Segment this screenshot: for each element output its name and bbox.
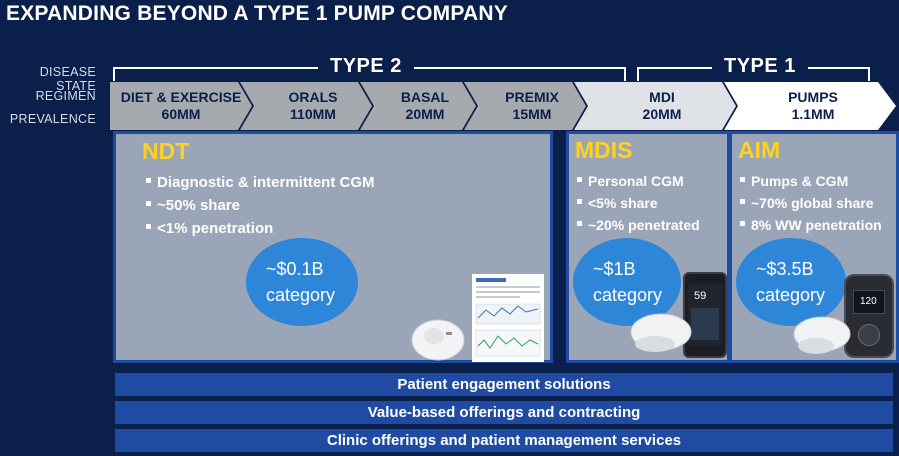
regimen-name: BASAL [400,89,450,105]
pump-screen: 120 [853,290,885,314]
report-document-icon [472,274,544,362]
regimen-prevalence: 20MM [642,106,682,122]
phone-glucose-value: 59 [694,290,707,302]
type2-label: TYPE 2 [318,55,414,78]
list-item: <5% share [577,192,700,214]
bar-clinic-offerings: Clinic offerings and patient management … [115,429,893,452]
oval-unit: category [756,285,826,305]
regimen-orals: ORALS 110MM [254,82,372,130]
list-item: 8% WW penetration [740,214,882,236]
pump-dial [858,324,880,346]
regimen-prevalence: 110MM [290,106,336,122]
phone-chart [691,308,719,340]
regimen-premix: PREMIX 15MM [478,82,586,130]
regimen-diet: DIET & EXERCISE 60MM [112,82,250,130]
mdis-panel: MDIS Personal CGM <5% share ~20% penetra… [566,131,730,363]
type1-label: TYPE 1 [712,55,808,78]
ndt-panel: NDT Diagnostic & intermittent CGM ~50% s… [113,131,553,363]
oval-value: ~$3.5B [756,259,814,279]
ndt-bullets: Diagnostic & intermittent CGM ~50% share… [146,171,375,240]
regimen-prevalence: 15MM [512,106,552,122]
mdis-category-oval: ~$1B category [573,238,681,326]
regimen-name: MDI [649,89,675,105]
list-item: Personal CGM [577,170,700,192]
pump-sensor-icon [793,316,851,354]
oval-unit: category [593,285,663,305]
phone-icon: 59 [683,272,727,358]
cgm-sensor-icon [411,319,465,361]
regimen-chevrons [110,82,896,130]
aim-category-oval: ~$3.5B category [736,238,846,326]
regimen-prevalence: 60MM [161,106,201,122]
chevron-orals [240,82,372,130]
row-label-disease-state: DISEASE STATE [39,65,96,93]
regimen-mdi: MDI 20MM [588,82,736,130]
regimen-pumps: PUMPS 1.1MM [738,82,888,130]
chevron-premix [464,82,586,130]
list-item: ~20% penetrated [577,214,700,236]
list-item: <1% penetration [146,217,375,240]
list-item: ~70% global share [740,192,882,214]
regimen-basal: BASAL 20MM [374,82,476,130]
list-item: Pumps & CGM [740,170,882,192]
oval-unit: category [266,285,336,305]
regimen-name: PREMIX [505,89,559,105]
oval-value: ~$1B [593,259,636,279]
aim-panel: AIM Pumps & CGM ~70% global share 8% WW … [729,131,899,363]
bar-value-based: Value-based offerings and contracting [115,401,893,424]
regimen-prevalence: 1.1MM [791,106,835,122]
transmitter-icon [630,313,692,352]
regimen-prevalence: 20MM [405,106,445,122]
page-title: EXPANDING BEYOND A TYPE 1 PUMP COMPANY [6,2,508,25]
aim-bullets: Pumps & CGM ~70% global share 8% WW pene… [740,170,882,236]
row-label-regimen: REGIMEN [35,89,96,103]
bar-patient-engagement: Patient engagement solutions [115,373,893,396]
chevron-pumps [724,82,896,130]
ndt-title: NDT [142,138,190,164]
mdis-title: MDIS [575,137,633,163]
regimen-name: PUMPS [788,89,838,105]
regimen-name: ORALS [288,89,338,105]
aim-title: AIM [738,137,781,163]
insulin-pump-icon: 120 [844,274,894,358]
regimen-name: DIET & EXERCISE [120,89,242,105]
chevron-basal [360,82,476,130]
row-label-prevalence: PREVALENCE [9,112,96,126]
chevron-mdi [574,82,736,130]
chevron-diet [110,82,252,130]
oval-value: ~$0.1B [266,259,324,279]
list-item: Diagnostic & intermittent CGM [146,171,375,194]
phone-screen: 59 [688,284,722,346]
list-item: ~50% share [146,194,375,217]
pump-display-value: 120 [860,296,877,307]
mdis-bullets: Personal CGM <5% share ~20% penetrated [577,170,700,236]
ndt-category-oval: ~$0.1B category [246,238,358,326]
